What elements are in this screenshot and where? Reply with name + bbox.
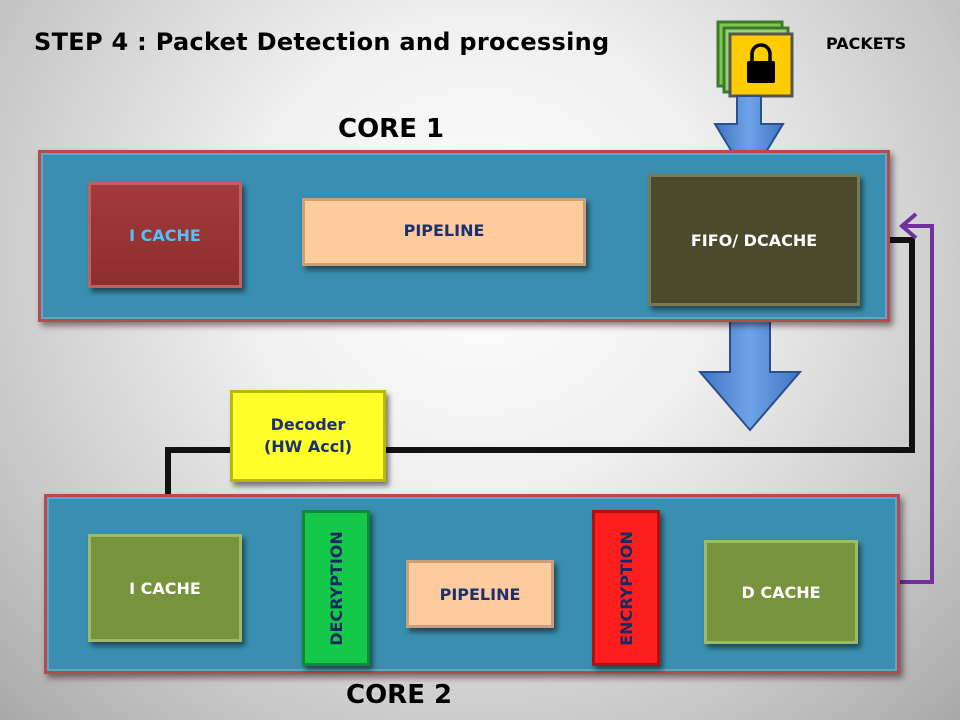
core2-encryption: ENCRYPTION bbox=[592, 510, 660, 666]
decoder-box: Decoder (HW Accl) bbox=[230, 390, 386, 482]
core2-pipeline-label: PIPELINE bbox=[439, 584, 521, 604]
core2-decryption-label: DECRYPTION bbox=[326, 530, 346, 646]
core1-label: CORE 1 bbox=[338, 114, 445, 144]
diagram-title: STEP 4 : Packet Detection and processing bbox=[34, 28, 610, 56]
decoder-line1: Decoder bbox=[270, 414, 346, 434]
core1-icache-label: I CACHE bbox=[129, 225, 201, 245]
core2-icache: I CACHE bbox=[88, 534, 242, 642]
core1-pipeline: PIPELINE bbox=[302, 198, 586, 266]
core2-encryption-label: ENCRYPTION bbox=[616, 530, 636, 646]
core1-fifo-dcache: FIFO/ DCACHE bbox=[648, 174, 860, 306]
core2-decryption: DECRYPTION bbox=[302, 510, 370, 666]
core1-fifo-label: FIFO/ DCACHE bbox=[690, 230, 818, 250]
core2-dcache-label: D CACHE bbox=[741, 582, 821, 602]
decoder-line2: (HW Accl) bbox=[263, 437, 353, 456]
packets-label: PACKETS bbox=[826, 34, 907, 53]
core2-icache-label: I CACHE bbox=[129, 578, 201, 598]
core1-icache: I CACHE bbox=[88, 182, 242, 288]
core2-label: CORE 2 bbox=[346, 680, 453, 710]
packets-icon bbox=[716, 20, 794, 98]
core2-dcache: D CACHE bbox=[704, 540, 858, 644]
fifo-output-arrow bbox=[697, 305, 803, 432]
core2-pipeline: PIPELINE bbox=[406, 560, 554, 628]
feedback-line bbox=[898, 212, 934, 584]
core1-pipeline-label: PIPELINE bbox=[403, 221, 485, 240]
lock-icon bbox=[747, 43, 775, 83]
